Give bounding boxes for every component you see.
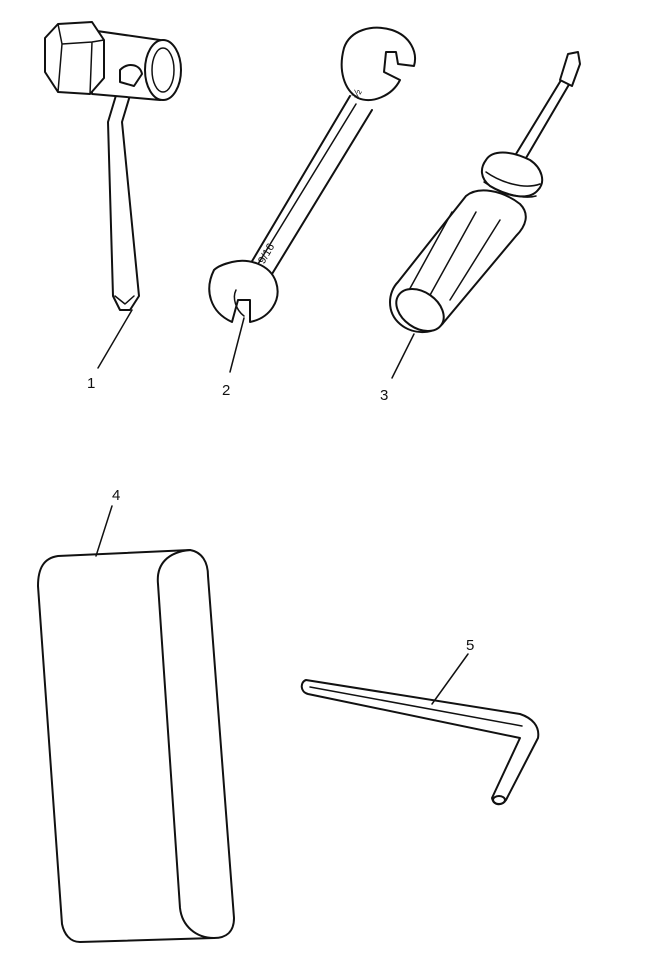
callout-label-2: 2	[222, 382, 230, 399]
callout-label-1: 1	[87, 375, 95, 392]
open-end-wrench: ½ 9/16	[208, 26, 416, 323]
hex-key	[300, 679, 540, 806]
callout-leader-4	[95, 505, 113, 557]
spark-plug-wrench	[44, 21, 182, 311]
wrench-size-stamp: 9/16	[256, 242, 277, 267]
callout-label-4: 4	[112, 487, 120, 504]
callout-leader-5	[431, 653, 469, 705]
callout-leader-2	[229, 317, 245, 373]
screwdriver	[389, 51, 581, 333]
callout-leader-1	[97, 309, 133, 369]
callout-leader-3	[391, 333, 415, 379]
tool-pouch	[37, 549, 235, 943]
callout-label-5: 5	[466, 637, 474, 654]
callout-label-3: 3	[380, 387, 388, 404]
